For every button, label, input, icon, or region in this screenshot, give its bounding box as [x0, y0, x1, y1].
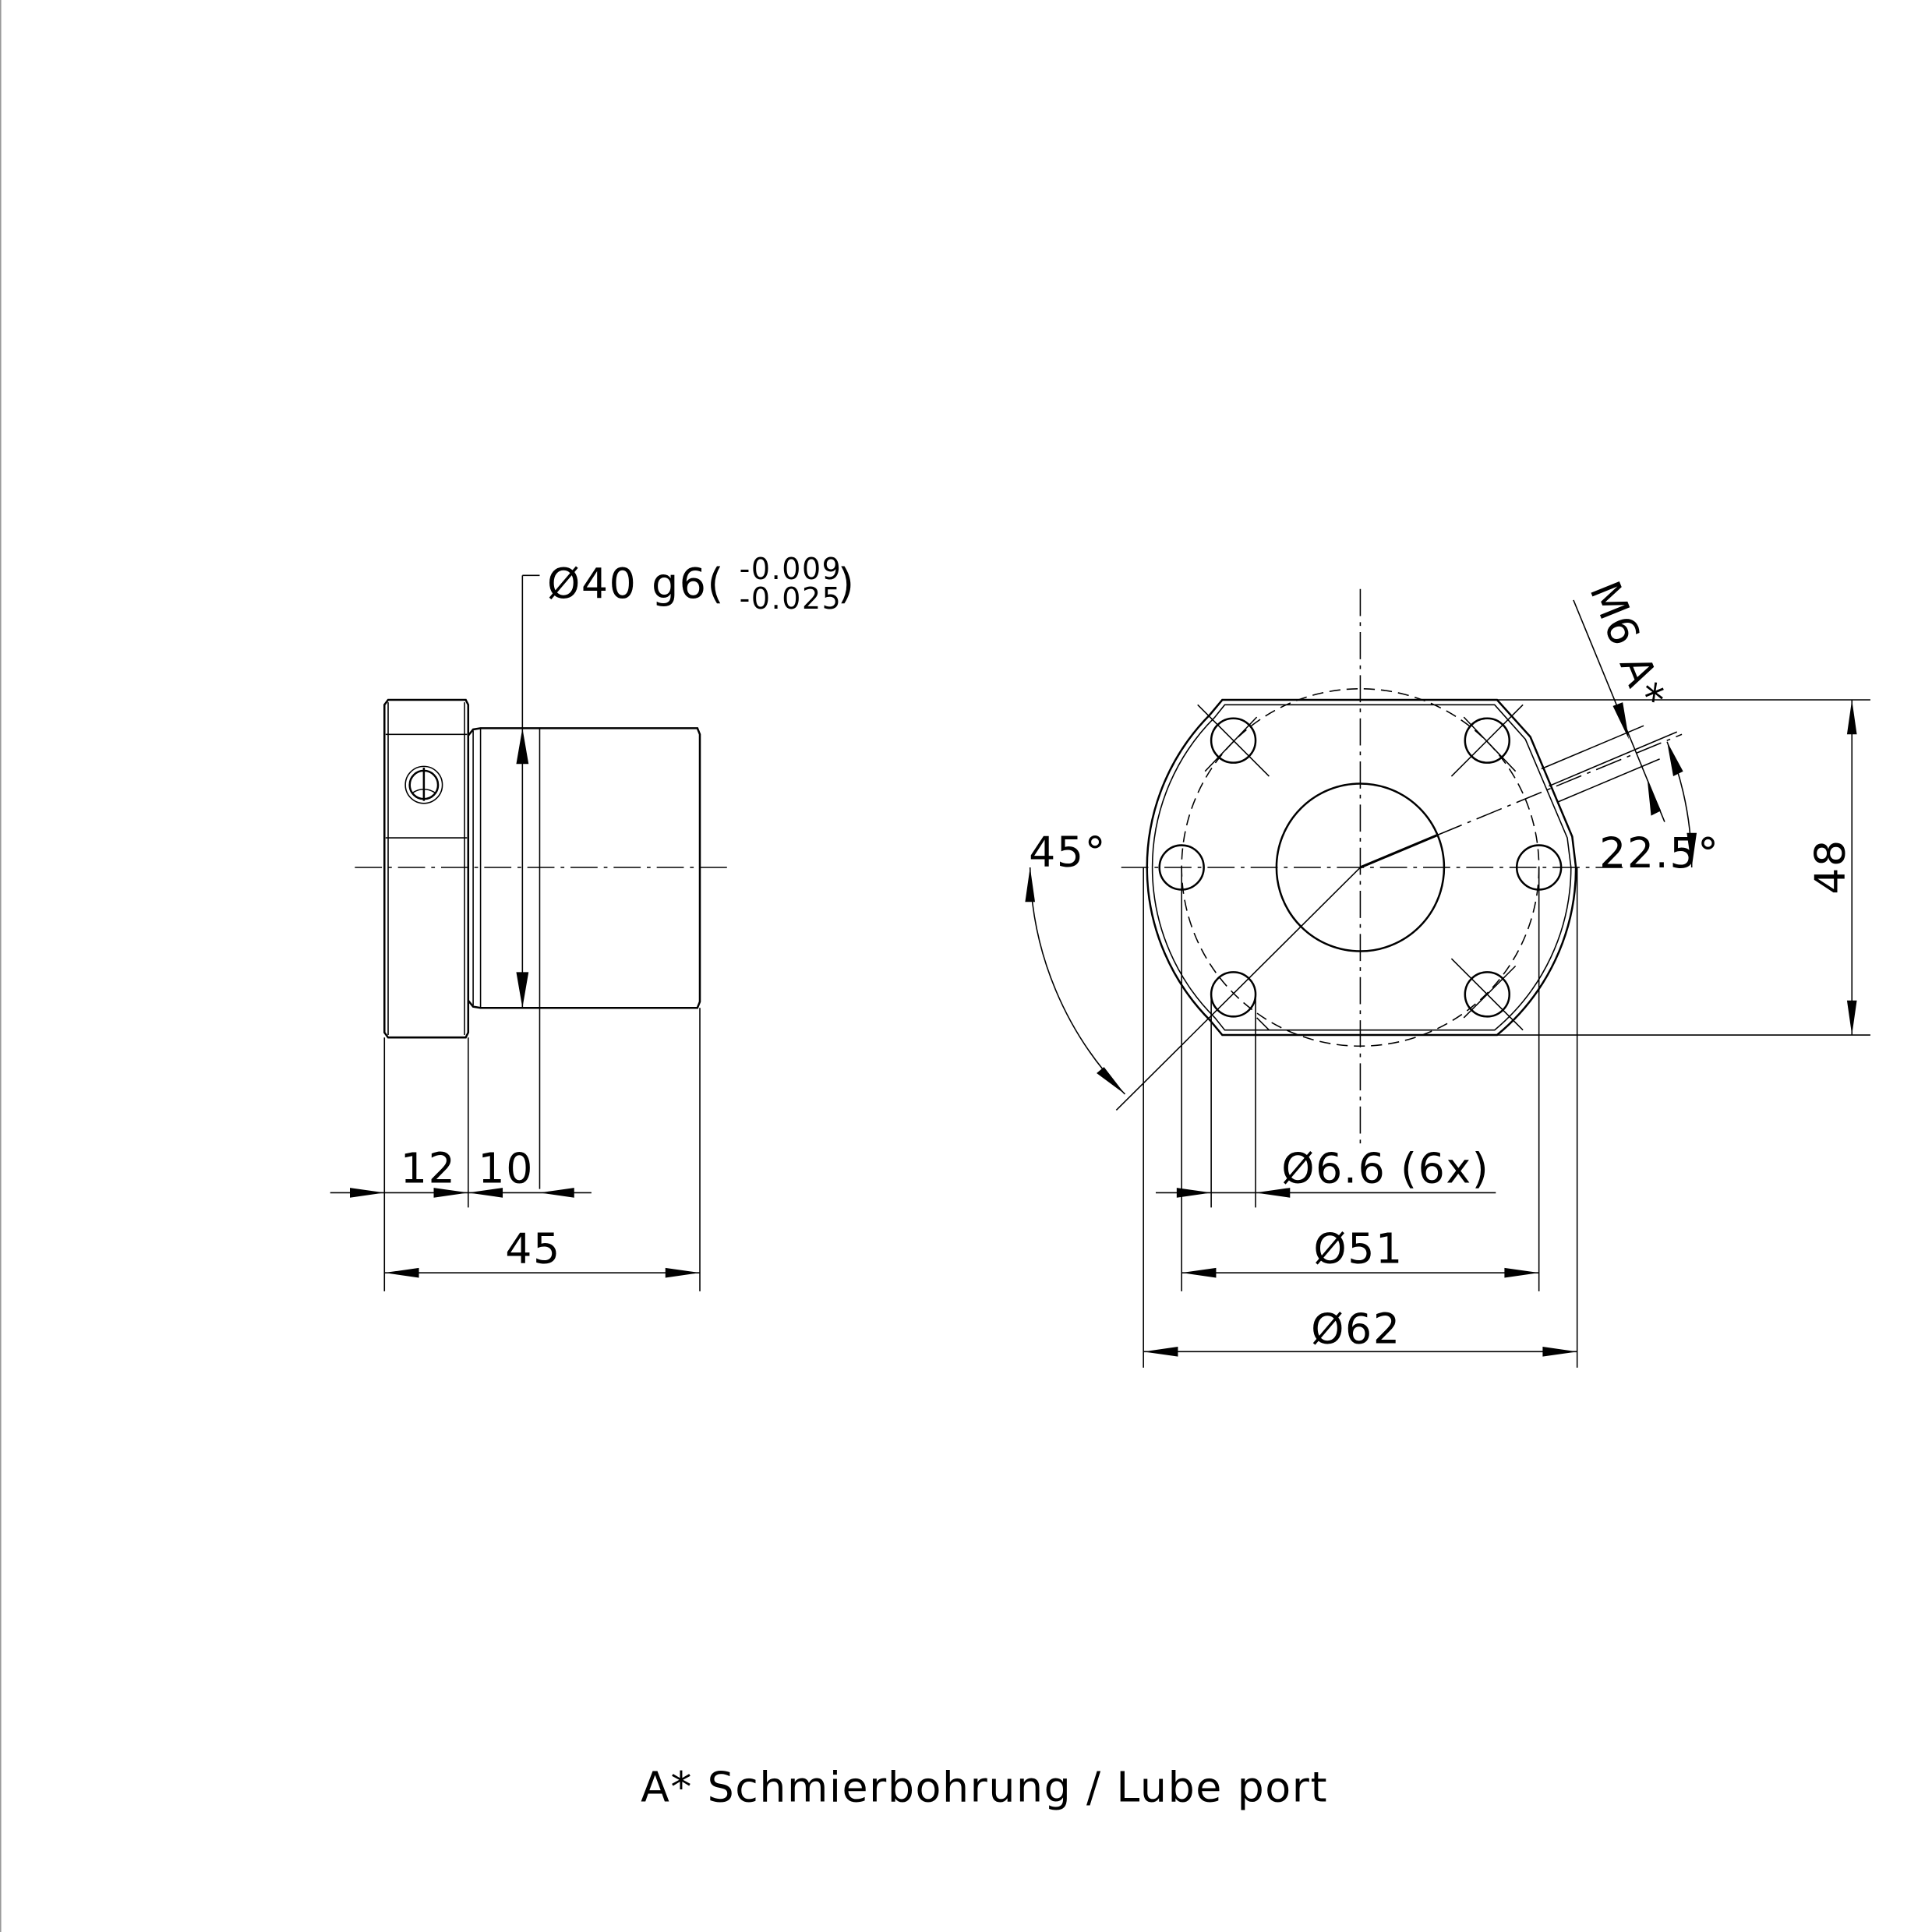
arrowhead: [1143, 1347, 1178, 1357]
arrowhead: [516, 728, 529, 765]
flange-outline: [383, 698, 470, 1039]
arrowhead: [1667, 741, 1683, 777]
tolerance-upper: -0.009: [740, 552, 842, 586]
dim-bolt-circle-label: Ø51: [1313, 1224, 1403, 1273]
arrowhead: [1025, 867, 1036, 902]
flange-outline: [1146, 698, 1577, 1037]
dim-holes-label: Ø6.6 (6x): [1281, 1144, 1489, 1193]
arrowhead: [350, 1188, 385, 1198]
lube-port-line: [1549, 731, 1678, 787]
bolt-hole: [1464, 717, 1510, 764]
arrowhead: [468, 1188, 503, 1198]
bolt-hole: [1210, 717, 1257, 764]
lube-port-label: M6 A*: [1580, 574, 1675, 715]
dim-height-label: 48: [1806, 839, 1855, 895]
diameter-label: Ø40 g6(: [547, 559, 725, 608]
arrowhead: [1097, 1067, 1125, 1094]
caption: A* Schmierbohrung / Lube port: [641, 1762, 1328, 1811]
tolerance-lower: -0.025: [740, 581, 842, 616]
dim-outer-label: Ø62: [1311, 1304, 1400, 1353]
arrowhead: [1612, 702, 1630, 740]
angle-ray: [1115, 867, 1361, 1111]
arrowhead: [665, 1267, 701, 1278]
arrowhead: [1846, 700, 1857, 735]
lube-axis: [1436, 733, 1683, 836]
angle-lube-label: 22.5°: [1599, 828, 1719, 878]
arrowhead: [1504, 1267, 1539, 1278]
front-view: 45° M6 A* 22.5° 48 Ø6.6 (6x): [1025, 574, 1870, 1368]
arrowhead: [516, 972, 529, 1008]
arrowhead: [539, 1188, 574, 1198]
lube-hole-outer: [404, 765, 443, 804]
lube-hole-mark: [411, 788, 437, 794]
arrowhead: [1256, 1188, 1291, 1198]
arrowhead: [1647, 779, 1662, 816]
dim-total-length: 45: [505, 1224, 561, 1273]
dim-flange-width: 12: [401, 1144, 457, 1193]
arrowhead: [1181, 1267, 1217, 1278]
arrowhead: [433, 1188, 468, 1198]
arrowhead: [1687, 832, 1697, 868]
tolerance-close: ): [838, 559, 856, 608]
angle-arc-45: [1029, 867, 1126, 1095]
flange-chamfer: [1151, 704, 1572, 1031]
arrowhead: [1846, 1000, 1857, 1036]
dim-neck-width: 10: [478, 1144, 534, 1193]
arrowhead: [1542, 1347, 1577, 1357]
bolt-hole: [1464, 971, 1510, 1018]
lube-axis-solid: [1359, 834, 1438, 869]
side-view: Ø40 g6( -0.009 -0.025 ) 12 10 45: [330, 552, 856, 1291]
angle-left-label: 45°: [1029, 827, 1107, 876]
arrowhead: [1176, 1188, 1212, 1198]
hole-cross-marks: [1197, 704, 1524, 1031]
lube-port-line: [1557, 758, 1660, 803]
arrowhead: [384, 1267, 419, 1278]
